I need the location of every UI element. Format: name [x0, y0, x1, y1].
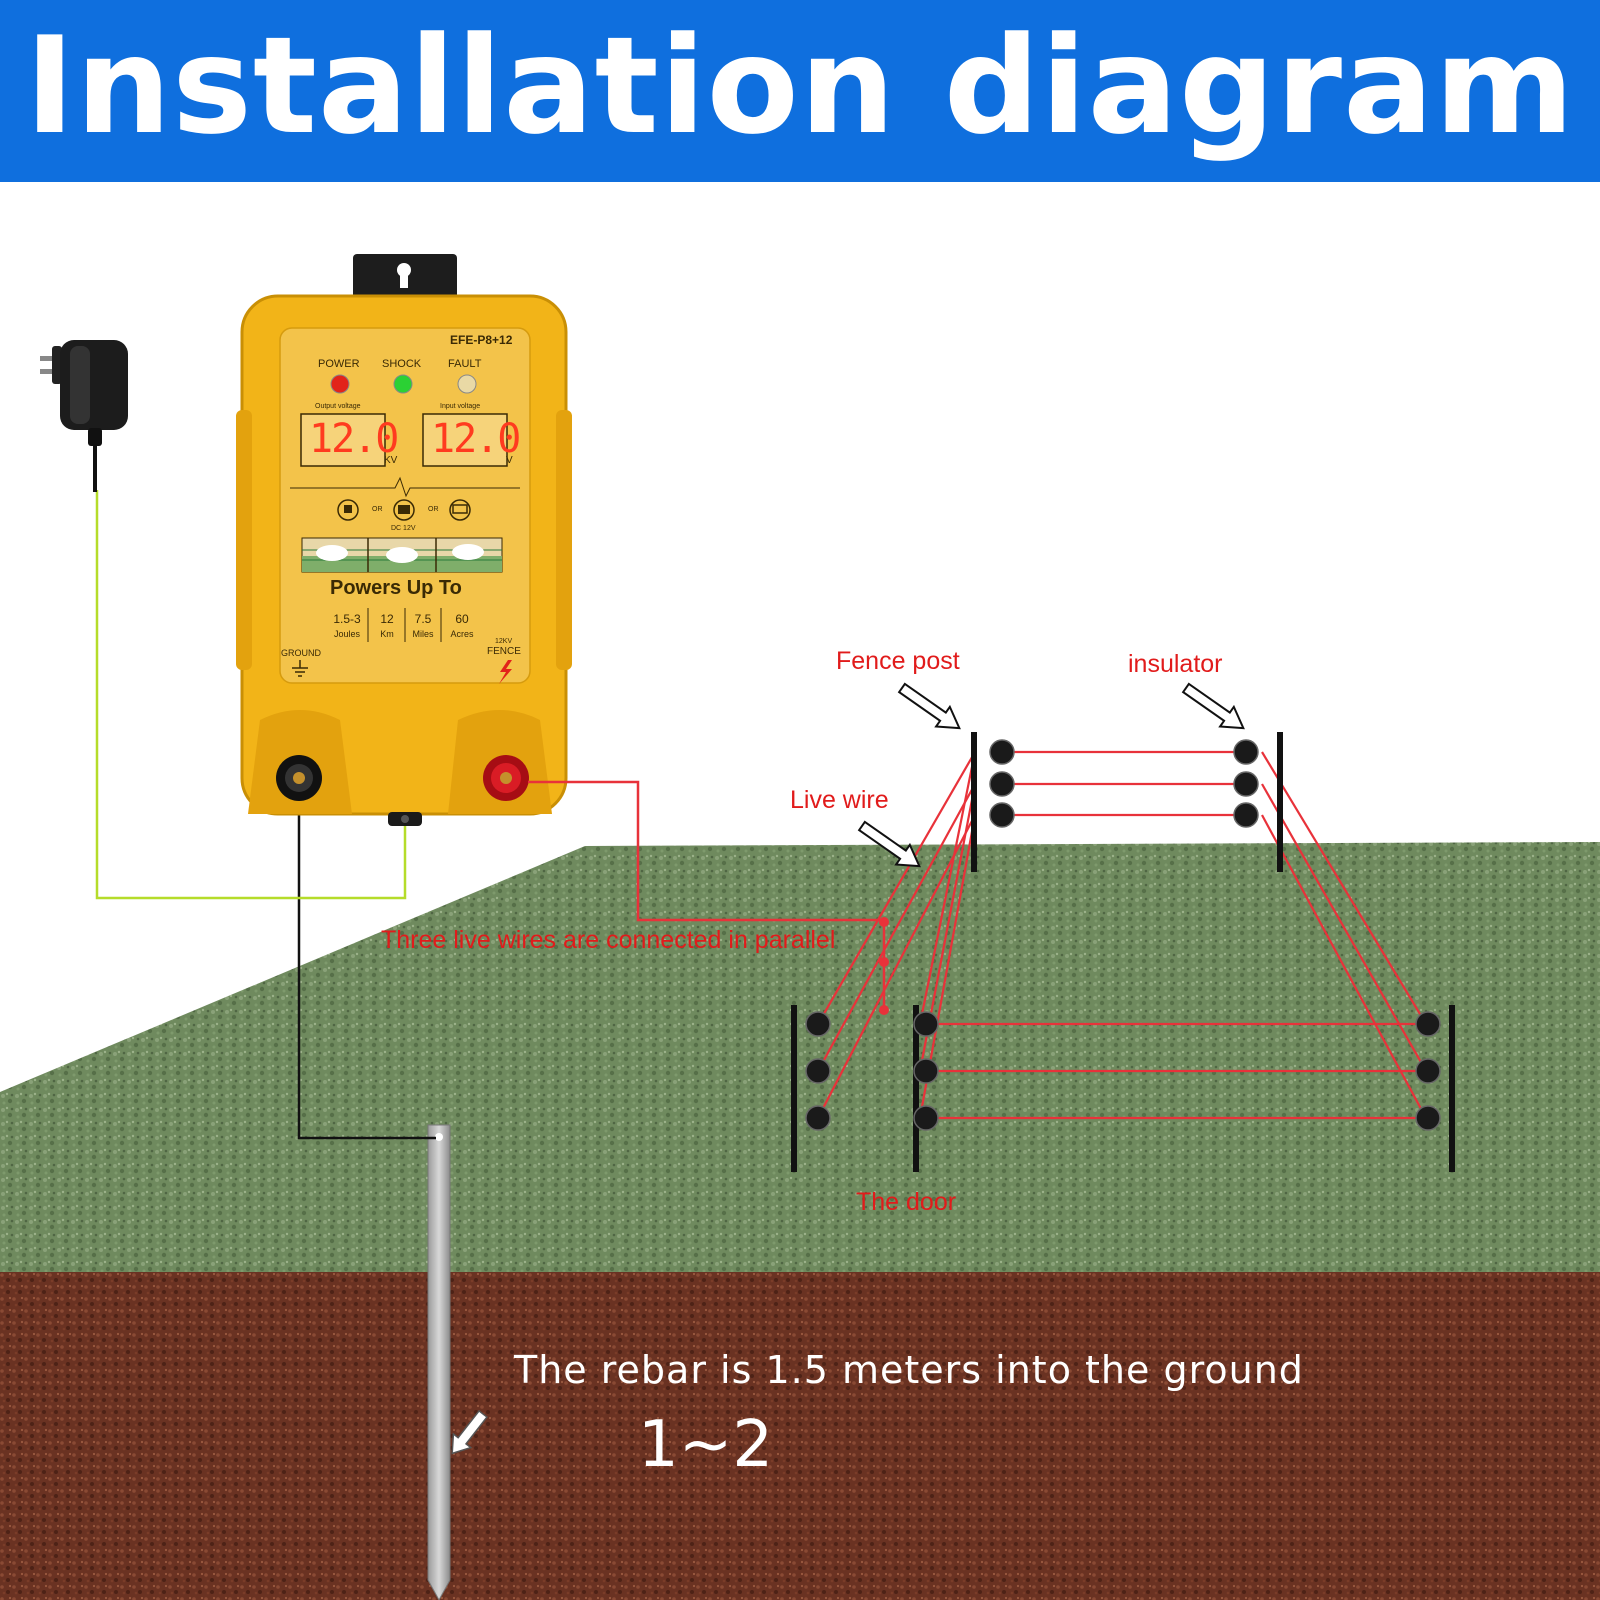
fence-posts — [791, 732, 1455, 1172]
fence-wires — [817, 750, 1427, 1120]
fence-terminal — [483, 755, 529, 801]
arrow-icon — [451, 1409, 488, 1455]
indicator-fault-label: FAULT — [448, 358, 482, 370]
input-unit: V — [506, 455, 513, 466]
indicator-power-label: POWER — [318, 358, 360, 370]
solar-panel-icon — [449, 499, 471, 521]
arrow-icon — [857, 820, 921, 868]
spec-km: 12 Km — [370, 612, 404, 639]
spec-value: 12 — [380, 612, 394, 626]
label-fence-post: Fence post — [836, 647, 960, 675]
plug-icon — [337, 499, 359, 521]
label-insulator: insulator — [1128, 650, 1223, 678]
powers-heading: Powers Up To — [330, 577, 462, 599]
ground-symbol-icon — [292, 660, 308, 677]
spec-value: 7.5 — [414, 612, 432, 626]
header-banner: Installation diagram — [0, 0, 1600, 182]
label-live-wire: Live wire — [790, 786, 889, 814]
ground-rebar — [427, 1124, 451, 1600]
adapter-cable — [95, 490, 407, 900]
spec-unit: Acres — [450, 629, 474, 639]
battery-icon — [393, 499, 415, 521]
arrow-icon — [1181, 682, 1245, 730]
output-voltage-display: 12.0 — [309, 416, 399, 462]
insulators — [805, 739, 1441, 1131]
label-depth: 1~2 — [638, 1408, 774, 1482]
indicator-shock-label: SHOCK — [382, 358, 422, 370]
output-voltage-label: Output voltage — [315, 403, 361, 410]
spec-joules: 1.5-3 Joules — [328, 612, 366, 639]
spec-acres: 60 Acres — [442, 612, 482, 639]
spec-unit: Miles — [412, 629, 434, 639]
input-voltage-label: Input voltage — [440, 403, 481, 410]
fence-kv-label: 12KV — [495, 638, 513, 645]
input-voltage-display: 12.0 — [431, 416, 521, 462]
spec-value: 60 — [455, 612, 469, 626]
lightning-icon — [499, 660, 512, 684]
soil-layer — [0, 1272, 1600, 1600]
label-door: The door — [856, 1188, 957, 1216]
fence-label: FENCE — [487, 646, 521, 657]
dc-label: DC 12V — [391, 525, 416, 532]
ground-wire-black — [297, 785, 436, 1140]
spec-value: 1.5-3 — [333, 612, 361, 626]
grass-surface — [0, 842, 1600, 1272]
or-label: OR — [428, 506, 439, 513]
spec-unit: Joules — [333, 629, 360, 639]
fence-energizer — [236, 254, 572, 826]
arrow-icon — [897, 682, 961, 730]
label-parallel: Three live wires are connected in parall… — [381, 926, 836, 954]
label-rebar: The rebar is 1.5 meters into the ground — [514, 1348, 1304, 1392]
ground-terminal — [276, 755, 322, 801]
ground-label: GROUND — [281, 648, 321, 658]
live-wire-feed — [528, 780, 884, 922]
or-label: OR — [372, 506, 383, 513]
spec-unit: Km — [380, 629, 394, 639]
device-model: EFE-P8+12 — [450, 333, 513, 347]
page-title: Installation diagram — [24, 8, 1576, 164]
output-unit: KV — [384, 455, 398, 466]
power-adapter-icon — [40, 340, 128, 492]
spec-miles: 7.5 Miles — [406, 612, 440, 639]
